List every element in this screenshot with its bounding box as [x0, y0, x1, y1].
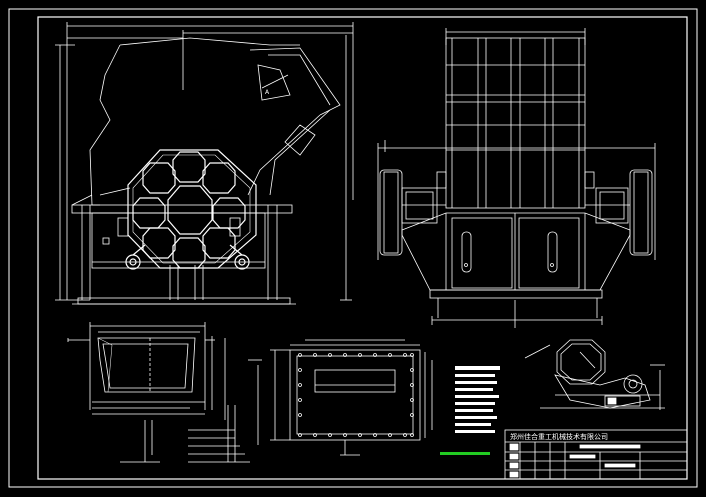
rotor-detail-view — [524, 339, 665, 410]
front-elevation-view: A — [55, 22, 354, 305]
bolt-holes — [298, 353, 414, 437]
svg-text:A: A — [265, 89, 270, 96]
title-block-company: 郑州佳合重工机械技术有限公司 — [510, 432, 608, 441]
base-plate-plan-view — [270, 339, 433, 456]
hopper-section-view — [67, 322, 262, 463]
side-elevation-view — [377, 28, 656, 328]
highlight-bar — [440, 452, 490, 455]
rotor-assembly — [125, 149, 257, 270]
sheet-border-inner — [37, 16, 688, 480]
sheet-border-outer — [8, 8, 698, 488]
title-block — [504, 429, 688, 480]
notes-block — [455, 366, 500, 433]
